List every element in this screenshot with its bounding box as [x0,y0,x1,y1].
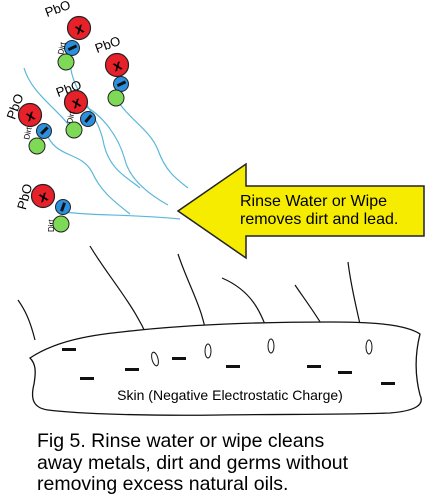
caption-line-2: away metals, dirt and germs without [37,451,349,474]
negative-charge [125,368,139,371]
dirt-negative-bar [116,80,127,88]
particle-group-5: PbO x Dirt [14,182,71,233]
germ-particle [107,89,125,107]
negative-charge [80,377,94,380]
negative-charge [226,365,240,368]
dirt-negative-bar [67,44,78,52]
metal-label: PbO [43,0,73,20]
arrow-text-line-1: Rinse Water or Wipe [240,193,387,210]
figure-caption: Fig 5. Rinse water or wipe cleans away m… [37,430,432,496]
dirt-label: Dirt [65,110,77,125]
negative-charge [381,382,395,385]
dirt-label: Dirt [22,126,34,141]
dirt-negative-bar [60,202,66,212]
germ-particle [28,137,46,155]
skin-label: Skin (Negative Electrostatic Charge) [117,387,343,403]
negative-charge [172,357,186,360]
lead-oxide-particle [104,52,130,78]
hair-follicle [204,343,212,359]
negative-charge [62,348,76,351]
skin-surface: Skin (Negative Electrostatic Charge) [28,321,422,416]
metal-label: PbO [93,33,123,56]
metal-label: PbO [14,182,35,211]
dirt-negative-bar [40,126,49,135]
negative-charge [307,365,321,368]
hair-follicle [151,351,159,367]
particle-group-1: PbO x Dirt [43,0,92,71]
particle-group-3: PbO x Dirt [54,77,96,139]
negative-charge [338,371,352,374]
arrow-text-line-2: removes dirt and lead. [240,211,398,228]
particle-strands [23,61,189,220]
arrow-shape [176,162,425,260]
particle-group-2: PbO x [93,33,130,107]
particle-group-4: PbO x Dirt [4,92,52,155]
dirt-label: Dirt [56,41,68,56]
germ-particle [65,121,83,139]
caption-line-3: removing excess natural oils. [37,473,289,495]
lead-oxide-particle [30,183,56,209]
caption-line-1: Fig 5. Rinse water or wipe cleans [37,430,325,452]
rinse-arrow: Rinse Water or Wipe removes dirt and lea… [176,162,425,260]
dirt-label: Dirt [47,219,56,232]
diagram-figure: PbO x Dirt PbO x PbO x Dirt PbO x Dirt [4,0,425,416]
germ-particle [57,53,75,71]
lead-oxide-particle [66,15,92,41]
hair-follicle [267,338,275,354]
skin-outline [28,321,422,416]
lead-oxide-particle [63,89,89,115]
dirt-negative-bar [84,114,93,124]
hair-follicle [365,339,373,355]
lead-oxide-particle [17,102,43,128]
germ-particle [52,215,70,233]
negative-charges [62,348,395,385]
